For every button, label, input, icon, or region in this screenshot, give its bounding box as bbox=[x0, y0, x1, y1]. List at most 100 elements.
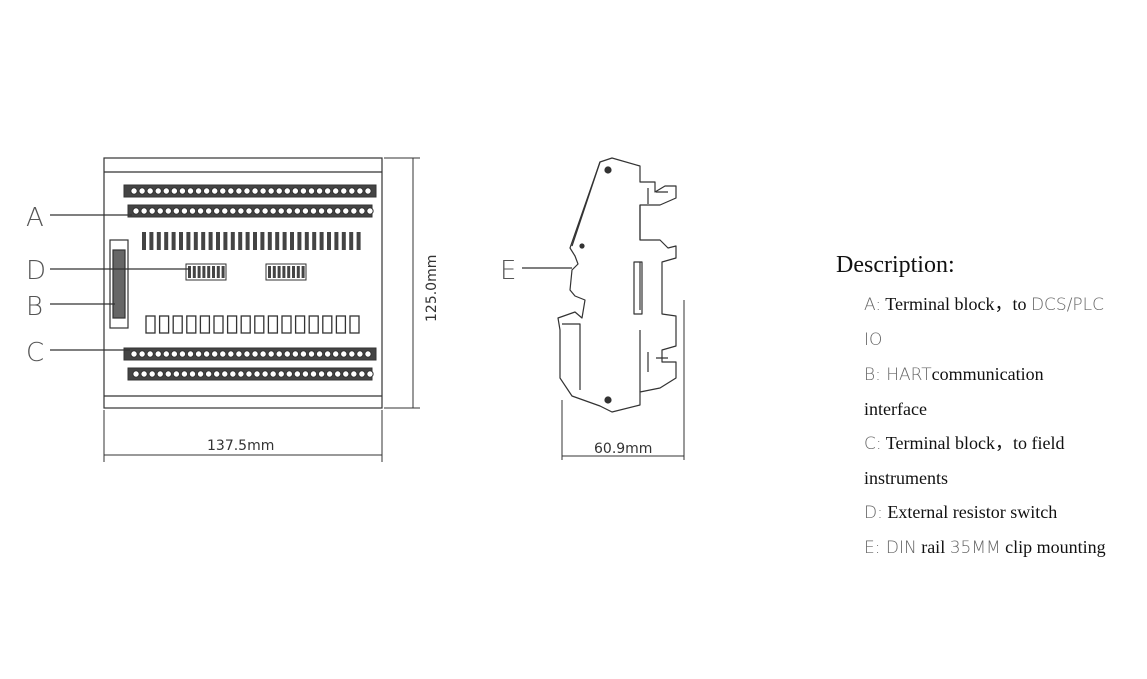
terminal-screw bbox=[148, 207, 156, 215]
terminal-screw bbox=[164, 207, 173, 215]
terminal-screw bbox=[202, 187, 211, 195]
terminal-screw bbox=[277, 370, 285, 378]
terminal-screw bbox=[156, 370, 164, 378]
item-c-text: Terminal block，to field bbox=[881, 433, 1065, 453]
terminal-screw bbox=[154, 187, 162, 195]
terminal-screw bbox=[291, 350, 300, 358]
header-pin bbox=[290, 232, 294, 250]
dip-switch-lever bbox=[292, 266, 295, 278]
terminal-screw bbox=[172, 370, 181, 378]
led-indicator bbox=[172, 315, 183, 334]
terminal-screw bbox=[146, 187, 154, 195]
terminal-screw bbox=[323, 350, 332, 358]
terminal-screw bbox=[293, 370, 302, 378]
item-d-prefix: D: bbox=[864, 503, 883, 523]
terminal-screw bbox=[309, 207, 318, 215]
terminal-screw bbox=[186, 350, 195, 358]
description-item-d: D: External resistor switch bbox=[864, 495, 1141, 530]
header-pin bbox=[238, 232, 243, 250]
terminal-screw bbox=[213, 207, 221, 215]
description-item-c: C: Terminal block，to field bbox=[864, 426, 1141, 461]
side-view bbox=[557, 157, 677, 413]
terminal-screw bbox=[196, 207, 205, 215]
dip-switch-lever bbox=[287, 266, 291, 278]
terminal-screw bbox=[350, 370, 358, 378]
terminal-screw bbox=[196, 370, 205, 378]
header-pin bbox=[164, 232, 169, 250]
led-indicator bbox=[349, 315, 360, 334]
led-indicator bbox=[186, 315, 197, 334]
terminal-screw bbox=[301, 370, 310, 378]
led-indicator bbox=[145, 315, 156, 334]
header-pin bbox=[275, 232, 280, 250]
terminal-screw bbox=[267, 350, 275, 358]
header-pin bbox=[208, 232, 213, 250]
terminal-screw bbox=[325, 370, 334, 378]
item-b-cont-text: interface bbox=[864, 399, 927, 419]
header-pin bbox=[312, 232, 317, 250]
item-e-prefix: E: DIN bbox=[864, 538, 917, 558]
terminal-screw bbox=[283, 350, 291, 358]
header-pin bbox=[253, 232, 257, 250]
terminal-screw bbox=[259, 350, 267, 358]
terminal-block-top bbox=[123, 184, 377, 218]
header-pin bbox=[201, 232, 206, 250]
header-pin bbox=[230, 232, 235, 250]
dip-switch-lever bbox=[202, 266, 206, 278]
terminal-screw bbox=[172, 207, 181, 215]
item-a-text: Terminal block，to bbox=[881, 294, 1031, 314]
led-indicator bbox=[240, 315, 251, 334]
led-indicator bbox=[213, 315, 224, 334]
terminal-screw bbox=[132, 207, 140, 215]
header-pin bbox=[304, 232, 309, 250]
terminal-screw bbox=[202, 350, 211, 358]
terminal-screw bbox=[194, 187, 203, 195]
terminal-screw bbox=[334, 370, 342, 378]
header-pin bbox=[223, 232, 228, 250]
led-indicator bbox=[254, 315, 265, 334]
terminal-screw bbox=[138, 350, 146, 358]
header-pin bbox=[149, 232, 154, 250]
header-pin bbox=[267, 232, 272, 250]
dip-switch-lever bbox=[216, 266, 220, 278]
description-item-b-cont: interface bbox=[864, 392, 1141, 426]
header-pin bbox=[349, 232, 354, 250]
dip-switch-lever bbox=[282, 266, 286, 278]
terminal-screw bbox=[348, 187, 356, 195]
terminal-screw bbox=[366, 207, 374, 215]
terminal-screw bbox=[283, 187, 291, 195]
terminal-screw bbox=[299, 187, 308, 195]
header-pin bbox=[179, 232, 183, 250]
item-a-suffix: DCS/PLC bbox=[1030, 295, 1105, 315]
terminal-screw bbox=[138, 187, 146, 195]
terminal-screw bbox=[229, 370, 237, 378]
terminal-screw bbox=[164, 370, 173, 378]
terminal-screw bbox=[130, 350, 138, 358]
dip-switch-lever bbox=[188, 266, 191, 278]
terminal-screw bbox=[245, 370, 253, 378]
dip-switch-body bbox=[265, 263, 307, 281]
item-e-text: rail bbox=[916, 537, 950, 557]
hart-connector bbox=[109, 239, 129, 329]
dip-switch-lever bbox=[192, 266, 196, 278]
dip-switch-lever bbox=[268, 266, 271, 278]
terminal-screw bbox=[323, 187, 332, 195]
terminal-screw bbox=[194, 350, 203, 358]
terminal-screw bbox=[358, 207, 366, 215]
led-indicator bbox=[335, 315, 347, 334]
callout-a: A bbox=[26, 203, 44, 233]
terminal-screw bbox=[277, 207, 285, 215]
terminal-screw bbox=[235, 350, 243, 358]
led-indicator bbox=[267, 315, 279, 334]
led-indicator bbox=[199, 315, 211, 334]
header-pin bbox=[327, 232, 331, 250]
terminal-screw bbox=[170, 187, 179, 195]
front-height-label: 125.0mm bbox=[424, 255, 440, 322]
item-b-text: communication bbox=[931, 364, 1044, 384]
terminal-screw bbox=[188, 370, 197, 378]
item-c-cont-text: instruments bbox=[864, 468, 948, 488]
terminal-screw bbox=[269, 207, 277, 215]
front-view bbox=[103, 157, 383, 409]
terminal-screw bbox=[154, 350, 162, 358]
